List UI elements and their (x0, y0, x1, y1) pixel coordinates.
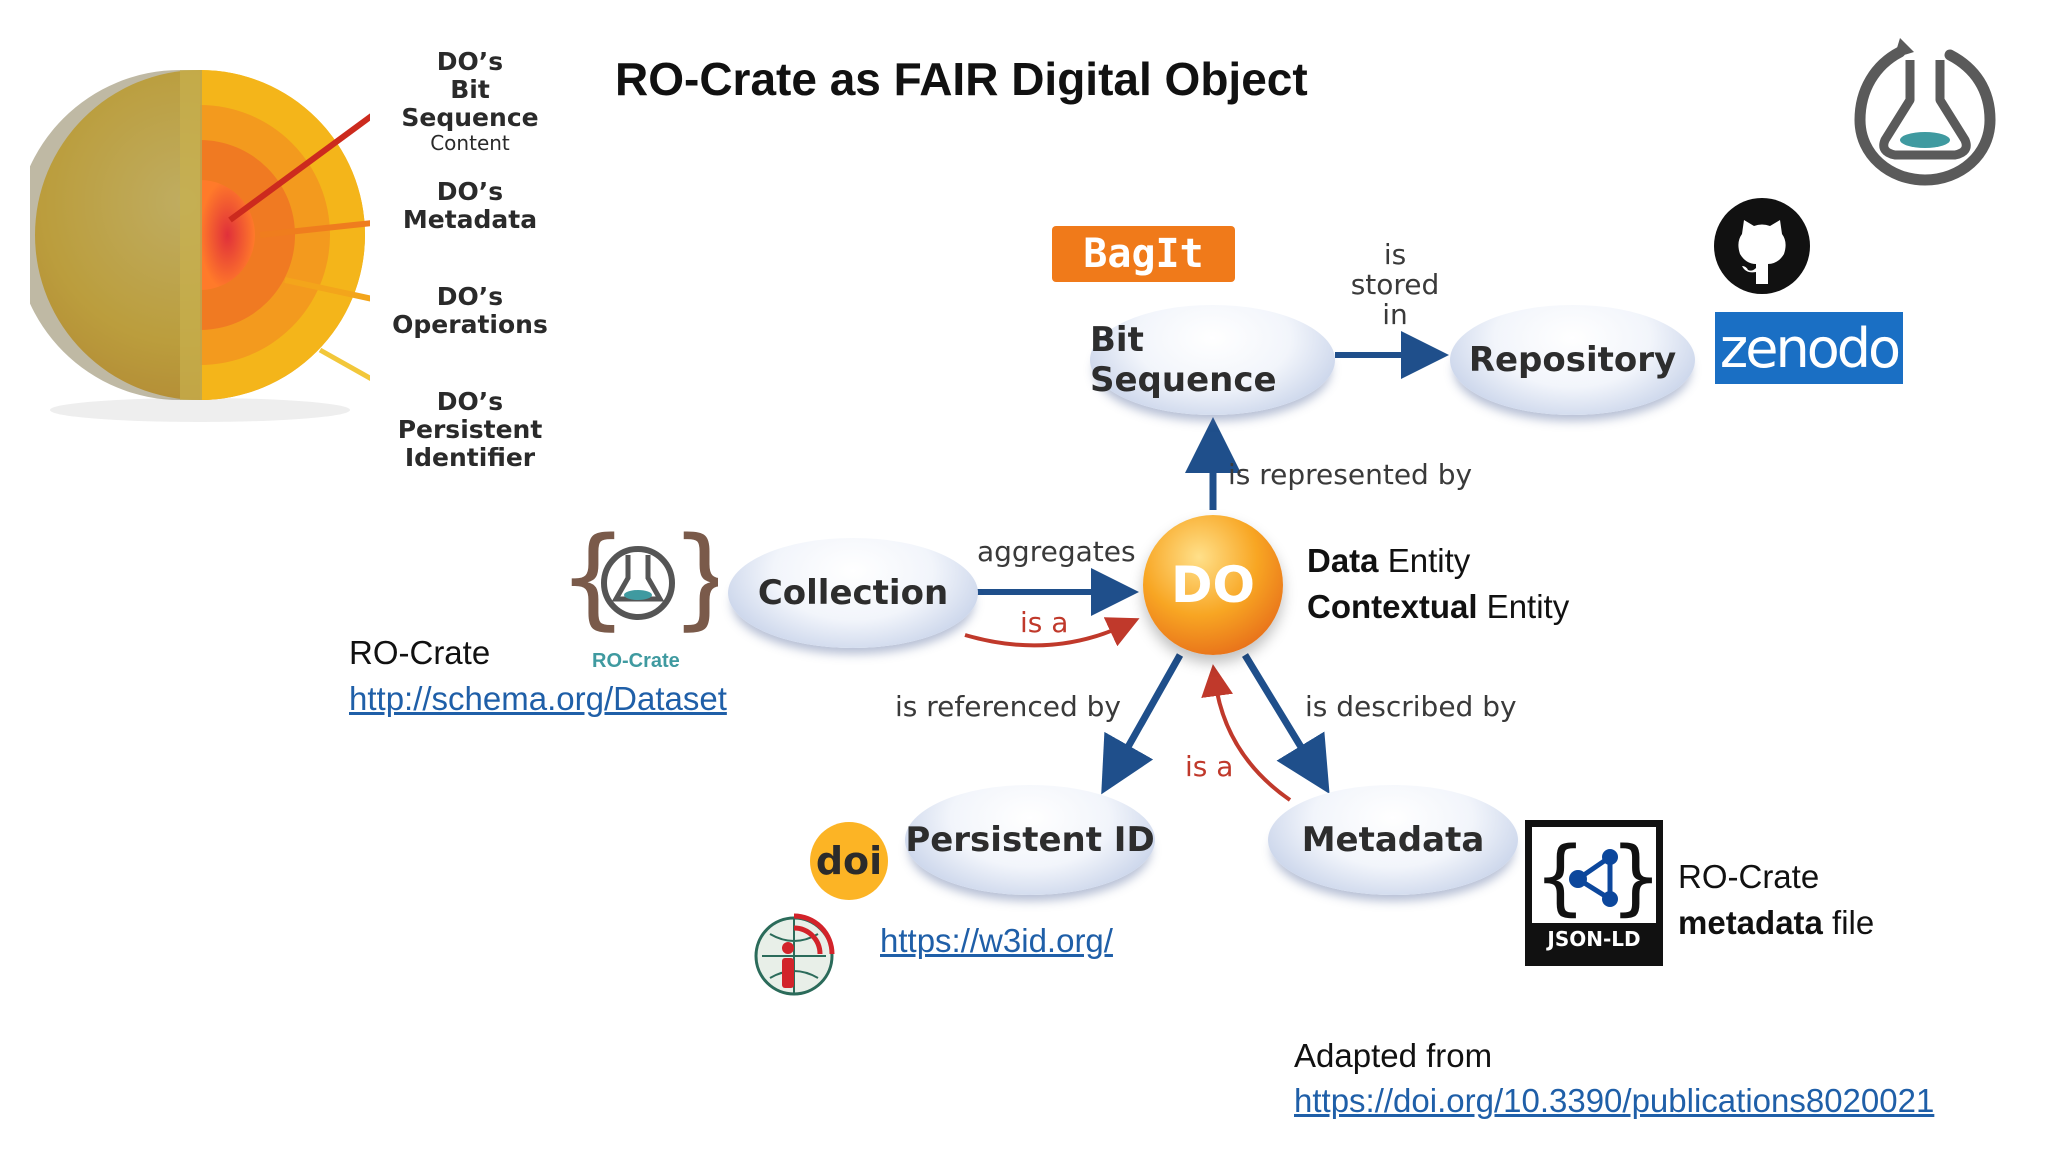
json-ld-logo: { } JSON-LD (1525, 820, 1663, 966)
arrow-is-referenced-by (1101, 653, 1184, 795)
arrow-is-a-metadata (1201, 664, 1292, 802)
label-is-referenced-by: is referenced by (895, 690, 1121, 723)
do-layers-sphere-icon (30, 70, 370, 422)
label-is-a-collection: is a (1020, 606, 1069, 639)
schema-dataset-link[interactable]: http://schema.org/Dataset (349, 680, 727, 717)
adapted-from-link[interactable]: https://doi.org/10.3390/publications8020… (1294, 1082, 1935, 1119)
ro-crate-braces-icon: { } (558, 523, 718, 641)
node-bit-sequence: Bit Sequence (1090, 305, 1335, 415)
ro-crate-dataset-label: RO-Crate (349, 634, 491, 671)
metadata-file-line2: metadata file (1678, 904, 1875, 941)
github-icon (1714, 198, 1810, 294)
ro-crate-logo-text: RO-Crate (592, 650, 680, 672)
svg-text:{: { (558, 523, 628, 641)
zenodo-logo: zenodo (1715, 312, 1903, 384)
label-is-represented-by: is represented by (1228, 458, 1473, 491)
label-aggregates: aggregates (977, 535, 1136, 568)
ro-crate-logo-icon (1854, 38, 1996, 186)
node-do: DO (1143, 515, 1283, 655)
arrow-is-described-by (1242, 653, 1330, 794)
node-collection: Collection (728, 538, 978, 648)
metadata-file-line1: RO-Crate (1678, 858, 1820, 895)
node-repository: Repository (1450, 305, 1695, 415)
label-is-described-by: is described by (1305, 690, 1517, 723)
contextual-entity-text: Contextual Entity (1307, 588, 1570, 625)
w3id-link[interactable]: https://w3id.org/ (880, 922, 1113, 959)
node-persistent-id: Persistent ID (905, 785, 1155, 895)
data-entity-text: Data Entity (1307, 542, 1471, 579)
doi-logo: doi (810, 822, 888, 900)
arrow-is-a-collection (964, 617, 1140, 648)
json-ld-logo-text: JSON-LD (1547, 927, 1641, 951)
bagit-logo: BagIt (1052, 226, 1235, 282)
json-ld-graph-icon: { } (1534, 830, 1656, 923)
w3id-globe-icon (754, 913, 835, 996)
label-is-a-metadata: is a (1185, 750, 1234, 783)
svg-text:}: } (1610, 830, 1656, 923)
svg-text:}: } (670, 523, 718, 641)
adapted-from-label: Adapted from (1294, 1037, 1493, 1074)
node-metadata: Metadata (1268, 785, 1518, 895)
page-title: RO-Crate as FAIR Digital Object (615, 53, 1308, 105)
